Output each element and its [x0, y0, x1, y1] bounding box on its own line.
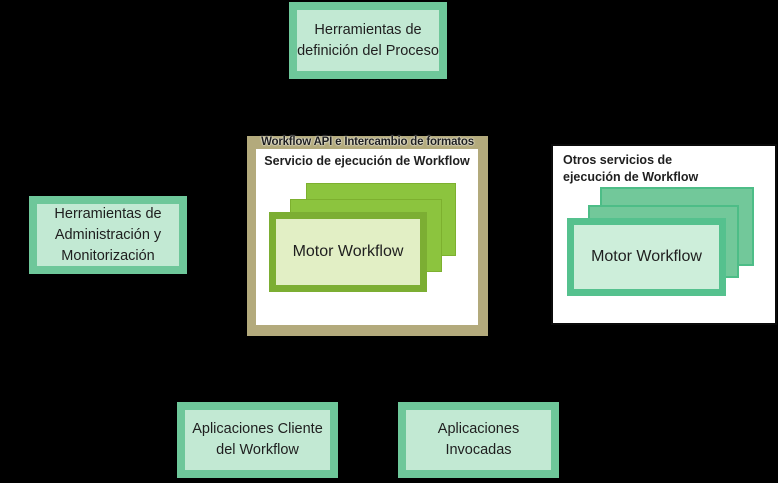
node-process-definition-tools: Herramientas de definición del Proceso	[289, 2, 447, 79]
other-execution-services: Otros servicios de ejecución de Workflow…	[551, 144, 777, 325]
node-client-applications-inner: Aplicaciones Cliente del Workflow	[185, 410, 330, 470]
node-admin-monitoring-tools: Herramientas de Administración y Monitor…	[29, 196, 187, 274]
node-client-applications: Aplicaciones Cliente del Workflow	[177, 402, 338, 478]
workflow-api-header-label: Workflow API e Intercambio de formatos	[261, 136, 474, 148]
node-invoked-applications: Aplicaciones Invocadas	[398, 402, 559, 478]
other-engine-front: Motor Workflow	[567, 218, 726, 296]
other-engine-label: Motor Workflow	[591, 248, 702, 265]
workflow-execution-service: Servicio de ejecución de Workflow Motor …	[256, 149, 478, 325]
workflow-execution-service-title: Servicio de ejecución de Workflow	[264, 154, 470, 168]
node-client-applications-label: Aplicaciones Cliente del Workflow	[192, 421, 323, 458]
other-execution-services-title: Otros servicios de ejecución de Workflow	[563, 153, 699, 184]
workflow-engine-label: Motor Workflow	[292, 243, 404, 260]
workflow-api-container: Workflow API e Intercambio de formatos S…	[247, 136, 488, 336]
node-invoked-applications-inner: Aplicaciones Invocadas	[406, 410, 551, 470]
node-invoked-applications-label: Aplicaciones Invocadas	[437, 421, 520, 458]
node-process-definition-tools-label: Herramientas de definición del Proceso	[297, 21, 439, 59]
node-process-definition-tools-inner: Herramientas de definición del Proceso	[297, 10, 439, 71]
node-admin-monitoring-tools-inner: Herramientas de Administración y Monitor…	[37, 204, 179, 266]
node-admin-monitoring-tools-label: Herramientas de Administración y Monitor…	[54, 205, 162, 264]
workflow-engine-front: Motor Workflow	[269, 212, 427, 292]
